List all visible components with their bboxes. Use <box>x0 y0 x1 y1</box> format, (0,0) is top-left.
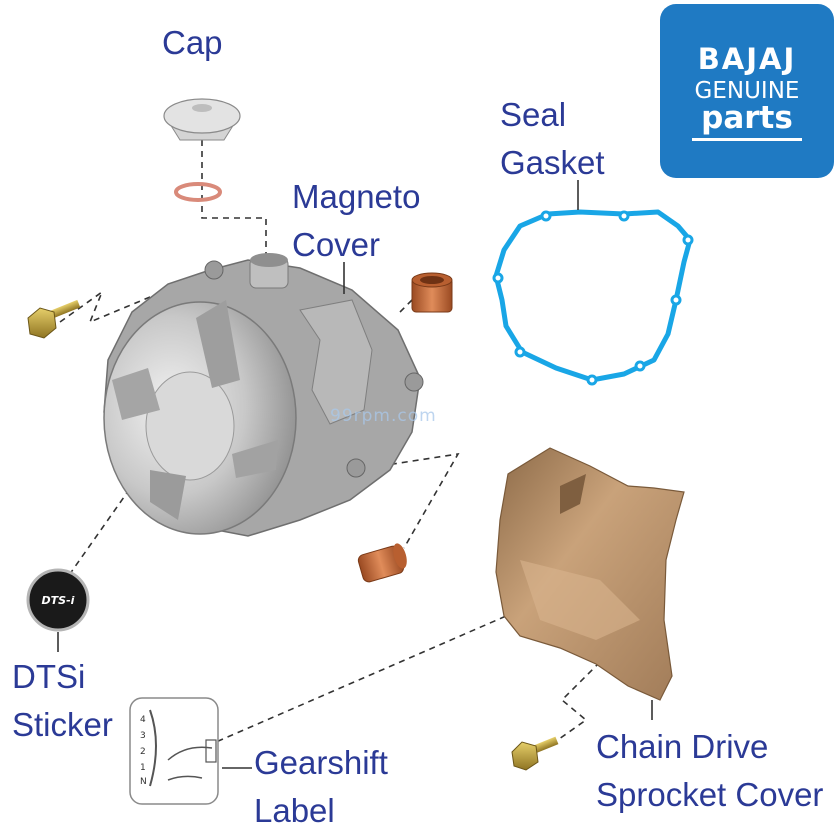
label-sticker: Sticker <box>12 706 113 743</box>
label-ticks <box>222 180 653 769</box>
logo-brand: BAJAJ <box>697 42 797 76</box>
logo-parts: parts <box>701 100 793 136</box>
gear-pos-2: 2 <box>140 747 146 757</box>
dowel-bushing-bottom <box>357 543 407 583</box>
seal-gasket-holes <box>492 210 694 386</box>
bolt-left <box>27 299 81 339</box>
dtsi-sticker-text: DTS-i <box>42 594 75 607</box>
label-dtsi: DTSi <box>12 658 86 695</box>
seal-gasket-part <box>493 209 693 383</box>
dtsi-sticker-part: DTS-i <box>26 568 90 652</box>
bolt-bottom <box>511 736 559 771</box>
label-chain-drive: Chain Drive <box>596 728 769 765</box>
label-gasket: Gasket <box>500 144 605 181</box>
logo-genuine: GENUINE <box>694 78 800 104</box>
gear-pos-n: N <box>140 777 147 787</box>
gear-pos-4: 4 <box>140 715 146 725</box>
chain-drive-sprocket-cover-part <box>495 447 685 701</box>
magneto-cover-part <box>103 253 424 537</box>
dowel-bushing-top <box>411 272 453 313</box>
bajaj-genuine-parts-logo: BAJAJ GENUINE parts <box>660 4 834 178</box>
label-seal: Seal <box>500 96 567 133</box>
gear-pos-3: 3 <box>140 731 146 741</box>
cap-washer <box>174 182 222 202</box>
label-sprocket-cover: Sprocket Cover <box>596 776 824 813</box>
gearshift-label-part: 4 3 2 1 N <box>129 697 219 805</box>
label-gearshift: Gearshift <box>254 744 388 781</box>
label-magneto: Magneto <box>292 178 421 215</box>
cap-part <box>163 98 241 141</box>
label-cover: Cover <box>292 226 381 263</box>
label-label: Label <box>254 792 335 829</box>
watermark: 99rpm.com <box>330 406 437 426</box>
logo-underline <box>692 138 802 141</box>
gear-pos-1: 1 <box>140 763 146 773</box>
label-cap: Cap <box>162 24 223 61</box>
